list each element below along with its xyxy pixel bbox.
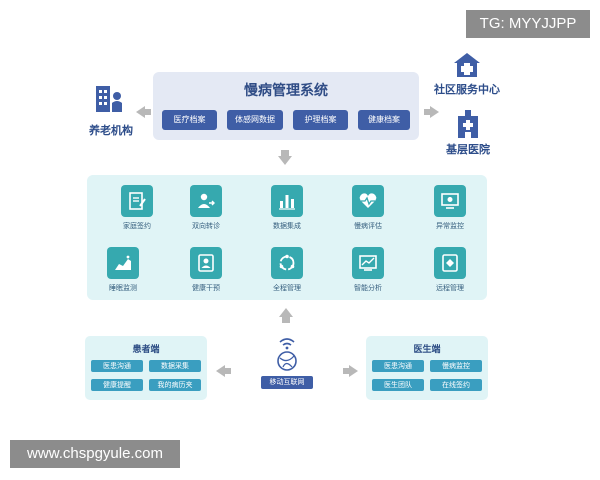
arrow-to-patient	[216, 365, 225, 377]
arrow-to-nursing-home	[136, 106, 145, 118]
function-item-sleep-monitoring: 睡眠监测	[88, 247, 158, 293]
function-label: 睡眠监测	[109, 284, 137, 292]
nursing-home-node: 养老机构	[86, 84, 136, 140]
watermark-bottom-left: www.chspgyule.com	[10, 440, 180, 468]
system-module: 健康档案	[358, 110, 410, 130]
function-item-family-contract: 家庭签约	[102, 185, 172, 231]
function-item-health-intervention: 健康干预	[171, 247, 241, 293]
arrow-to-doctor-stem	[343, 368, 349, 374]
arrow-down-stem	[281, 150, 289, 156]
watermark-top-right: TG: MYYJJPP	[466, 10, 590, 38]
arrow-up-stem	[282, 317, 290, 323]
function-label: 双向转诊	[192, 222, 220, 230]
function-panel: 家庭签约 双向转诊 数据集成 慢病评估 异常监控 睡眠监测 健康	[87, 175, 487, 300]
function-item-remote-management: 远程管理	[415, 247, 485, 293]
function-label: 数据集成	[273, 222, 301, 230]
bar-chart-icon	[271, 185, 303, 217]
arrow-up-to-functions	[279, 308, 293, 317]
hospital-icon	[455, 110, 481, 142]
community-center-label: 社区服务中心	[434, 83, 500, 96]
nursing-home-icon	[94, 84, 126, 118]
function-item-abnormal-monitoring: 异常监控	[415, 185, 485, 231]
cycle-icon	[271, 247, 303, 279]
function-item-full-management: 全程管理	[252, 247, 322, 293]
arrow-to-patient-stem	[225, 368, 231, 374]
patient-item: 我的病历夹	[149, 379, 201, 391]
patient-item: 数据采集	[149, 360, 201, 372]
referral-icon	[190, 185, 222, 217]
patient-item: 医患沟通	[91, 360, 143, 372]
hospital-node: 基层医院	[438, 110, 498, 156]
function-label: 全程管理	[273, 284, 301, 292]
wifi-globe-icon	[275, 336, 299, 376]
arrow-down-to-functions	[278, 156, 292, 165]
system-module: 体感网数据	[227, 110, 283, 130]
sleep-chart-icon	[107, 247, 139, 279]
function-label: 远程管理	[436, 284, 464, 292]
community-center-icon	[453, 52, 481, 82]
monitor-icon	[434, 185, 466, 217]
function-item-chronic-assessment: 慢病评估	[333, 185, 403, 231]
function-item-data-integration: 数据集成	[252, 185, 322, 231]
contract-icon	[121, 185, 153, 217]
doctor-panel: 医生端 医患沟通 慢病监控 医生团队 在线签约	[366, 336, 488, 400]
system-title: 慢病管理系统	[244, 83, 328, 99]
analysis-icon	[352, 247, 384, 279]
heart-rate-icon	[352, 185, 384, 217]
community-center-node: 社区服务中心	[432, 52, 502, 96]
arrow-to-doctor	[349, 365, 358, 377]
nursing-home-label: 养老机构	[89, 124, 133, 137]
doctor-item: 医患沟通	[372, 360, 424, 372]
function-label: 健康干预	[192, 284, 220, 292]
system-module: 医疗档案	[162, 110, 217, 130]
function-label: 异常监控	[436, 222, 464, 230]
doctor-item: 在线签约	[430, 379, 482, 391]
arrow-to-nursing-home-stem	[145, 109, 151, 115]
remote-icon	[434, 247, 466, 279]
arrow-to-community	[430, 106, 439, 118]
patient-panel: 患者端 医患沟通 数据采集 健康提醒 我的病历夹	[85, 336, 207, 400]
function-label: 智能分析	[354, 284, 382, 292]
hospital-label: 基层医院	[446, 143, 490, 156]
health-profile-icon	[190, 247, 222, 279]
mobile-internet-label: 移动互联网	[261, 376, 313, 389]
chronic-disease-system-panel: 慢病管理系统 医疗档案 体感网数据 护理档案 健康档案	[153, 72, 419, 140]
function-label: 家庭签约	[123, 222, 151, 230]
function-label: 慢病评估	[354, 222, 382, 230]
arrow-to-community-stem	[424, 109, 430, 115]
system-module: 护理档案	[293, 110, 348, 130]
doctor-item: 慢病监控	[430, 360, 482, 372]
function-item-smart-analysis: 智能分析	[333, 247, 403, 293]
patient-item: 健康提醒	[91, 379, 143, 391]
patient-title: 患者端	[132, 345, 160, 355]
doctor-title: 医生端	[413, 345, 441, 355]
doctor-item: 医生团队	[372, 379, 424, 391]
function-item-referral: 双向转诊	[171, 185, 241, 231]
